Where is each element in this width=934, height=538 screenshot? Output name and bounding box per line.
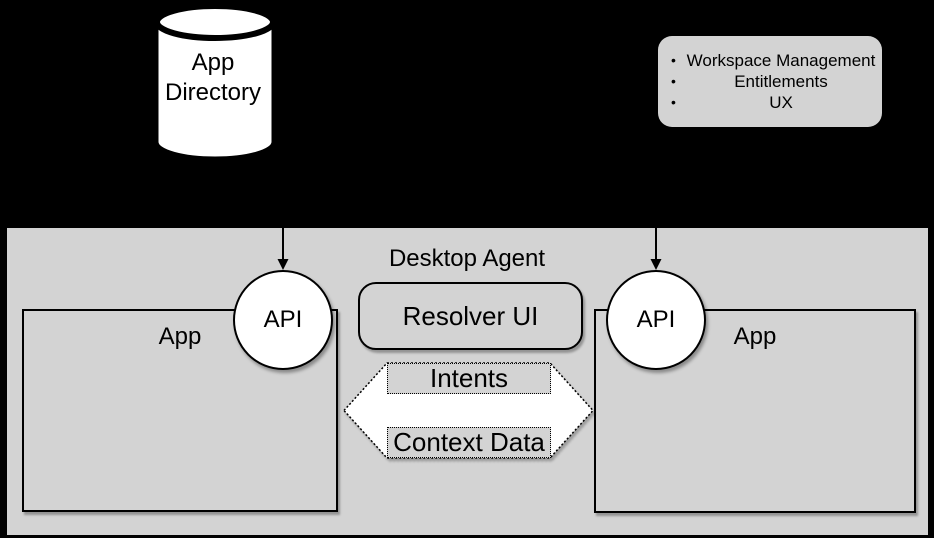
resolver-ui-label: Resolver UI <box>402 300 539 331</box>
resolver-ui-box: Resolver UI <box>358 282 583 350</box>
feature-item: • UX <box>658 92 882 113</box>
context-data-label: Context Data <box>387 427 551 458</box>
bullet-icon: • <box>671 94 676 110</box>
features-box: • Workspace Management • Entitlements • … <box>658 36 882 127</box>
intents-label: Intents <box>387 363 551 394</box>
app-label: App <box>158 323 202 350</box>
bullet-icon: • <box>671 73 676 89</box>
app-label: App <box>733 323 777 350</box>
feature-item: • Workspace Management <box>658 50 882 71</box>
feature-item: • Entitlements <box>658 71 882 92</box>
feature-item-label: UX <box>769 93 793 112</box>
app-directory-label: App Directory <box>164 49 261 106</box>
feature-item-label: Entitlements <box>734 72 828 91</box>
api-label: API <box>263 306 303 333</box>
bullet-icon: • <box>671 52 676 68</box>
api-circle-left: API <box>233 270 333 370</box>
api-circle-right: API <box>606 270 706 370</box>
api-label: API <box>636 306 676 333</box>
desktop-agent-title: Desktop Agent <box>388 245 546 272</box>
feature-item-label: Workspace Management <box>686 51 876 70</box>
